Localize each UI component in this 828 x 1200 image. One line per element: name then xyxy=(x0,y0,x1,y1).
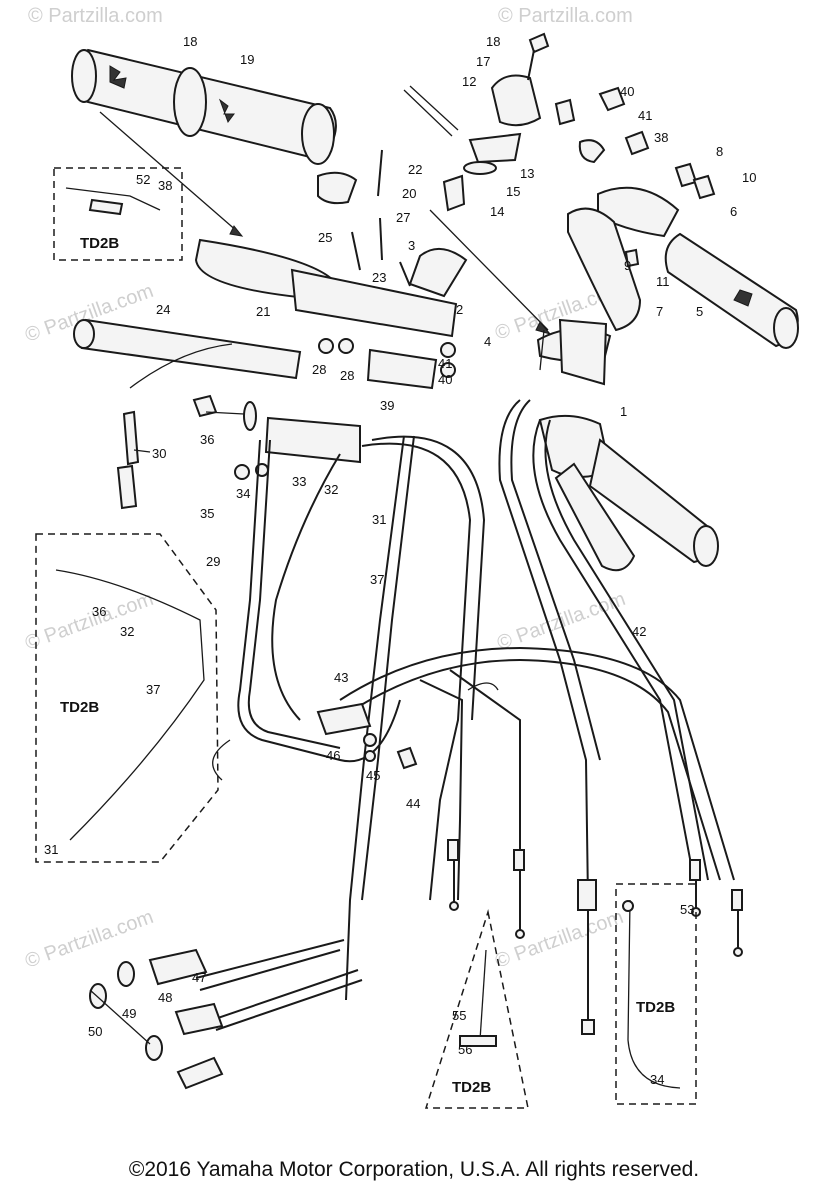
callout-35: 35 xyxy=(200,506,214,521)
callout-42: 42 xyxy=(632,624,646,639)
watermark-text: © Partzilla.com xyxy=(22,588,156,655)
callout-36: 36 xyxy=(92,604,106,619)
variant-label-td2b: TD2B xyxy=(60,699,99,716)
parts-diagram-stage: © Partzilla.com © Partzilla.com © Partzi… xyxy=(22,5,799,1109)
callout-36: 36 xyxy=(200,432,214,447)
callout-46: 46 xyxy=(326,748,340,763)
callout-18: 18 xyxy=(486,34,500,49)
callout-2: 2 xyxy=(456,302,463,317)
callout-6: 6 xyxy=(730,204,737,219)
callout-38: 38 xyxy=(158,178,172,193)
callout-7: 7 xyxy=(656,304,663,319)
variant-label-td2b: TD2B xyxy=(636,999,675,1016)
callout-24: 24 xyxy=(156,302,170,317)
callout-44: 44 xyxy=(406,796,420,811)
callout-9: 9 xyxy=(624,258,631,273)
callout-15: 15 xyxy=(506,184,520,199)
callout-38: 38 xyxy=(654,130,668,145)
callout-8: 8 xyxy=(716,144,723,159)
throttle-housing-assembly xyxy=(403,32,606,335)
callout-28: 28 xyxy=(340,368,354,383)
watermark-text: © Partzilla.com xyxy=(492,906,626,973)
callout-28: 28 xyxy=(312,362,326,377)
callout-55: 55 xyxy=(452,1008,466,1023)
callout-13: 13 xyxy=(520,166,534,181)
callout-31: 31 xyxy=(44,842,58,857)
callout-4: 4 xyxy=(484,334,491,349)
callout-31: 31 xyxy=(372,512,386,527)
inset-td2b-bottom-mid xyxy=(424,909,529,1109)
inset-td2b-left xyxy=(35,533,219,863)
callout-52: 52 xyxy=(136,172,150,187)
callout-22: 22 xyxy=(408,162,422,177)
callout-33: 33 xyxy=(292,474,306,489)
callout-25: 25 xyxy=(318,230,332,245)
handlebar-clamp-assembly xyxy=(73,149,612,390)
callout-40: 40 xyxy=(620,84,634,99)
callout-27: 27 xyxy=(396,210,410,225)
cable-guide-bracket xyxy=(316,702,418,770)
callout-30: 30 xyxy=(152,446,166,461)
callout-20: 20 xyxy=(402,186,416,201)
callout-37: 37 xyxy=(370,572,384,587)
callout-32: 32 xyxy=(324,482,338,497)
inset-td2b-bottom-right xyxy=(615,883,697,1105)
callout-1: 1 xyxy=(620,404,627,419)
callout-43: 43 xyxy=(334,670,348,685)
variant-label-td2b: TD2B xyxy=(452,1079,491,1096)
callout-14: 14 xyxy=(490,204,504,219)
callout-45: 45 xyxy=(366,768,380,783)
callout-41: 41 xyxy=(638,108,652,123)
handlebar-cable-exploded-diagram: © Partzilla.com © Partzilla.com © Partzi… xyxy=(22,5,799,1109)
variant-label-td2b: TD2B xyxy=(80,235,119,252)
callout-21: 21 xyxy=(256,304,270,319)
callout-12: 12 xyxy=(462,74,476,89)
callout-50: 50 xyxy=(88,1024,102,1039)
callout-29: 29 xyxy=(206,554,220,569)
cable-adjusters xyxy=(89,939,363,1090)
callout-41: 41 xyxy=(438,356,452,371)
callout-3: 3 xyxy=(408,238,415,253)
callout-23: 23 xyxy=(372,270,386,285)
callout-49: 49 xyxy=(122,1006,136,1021)
callout-labels: 18 19 18 17 12 40 41 38 8 10 13 15 14 6 … xyxy=(44,34,756,1087)
watermark-text: © Partzilla.com xyxy=(498,5,633,27)
inset-td2b-top-left xyxy=(53,167,183,261)
watermark-text: © Partzilla.com xyxy=(28,5,163,27)
callout-56: 56 xyxy=(458,1042,472,1057)
left-clutch-block-assembly xyxy=(116,394,361,510)
callout-17: 17 xyxy=(476,54,490,69)
right-bar-end-assembly xyxy=(538,414,719,572)
callout-18: 18 xyxy=(183,34,197,49)
callout-10: 10 xyxy=(742,170,756,185)
callout-47: 47 xyxy=(192,970,206,985)
callout-39: 39 xyxy=(380,398,394,413)
copyright-notice: ©2016 Yamaha Motor Corporation, U.S.A. A… xyxy=(128,1158,700,1181)
callout-37: 37 xyxy=(146,682,160,697)
right-lever-assembly xyxy=(567,86,799,349)
callout-32: 32 xyxy=(120,624,134,639)
left-grip-assembly xyxy=(71,48,337,237)
callout-34: 34 xyxy=(236,486,250,501)
callout-34: 34 xyxy=(650,1072,664,1087)
callout-40: 40 xyxy=(438,372,452,387)
callout-11: 11 xyxy=(656,274,670,289)
callout-19: 19 xyxy=(240,52,254,67)
watermark-text: © Partzilla.com xyxy=(22,906,156,973)
callout-53: 53 xyxy=(680,902,694,917)
cable-end-fittings xyxy=(447,839,743,1035)
callout-48: 48 xyxy=(158,990,172,1005)
callout-5: 5 xyxy=(696,304,703,319)
variant-labels: TD2B TD2B TD2B TD2B xyxy=(60,235,675,1096)
